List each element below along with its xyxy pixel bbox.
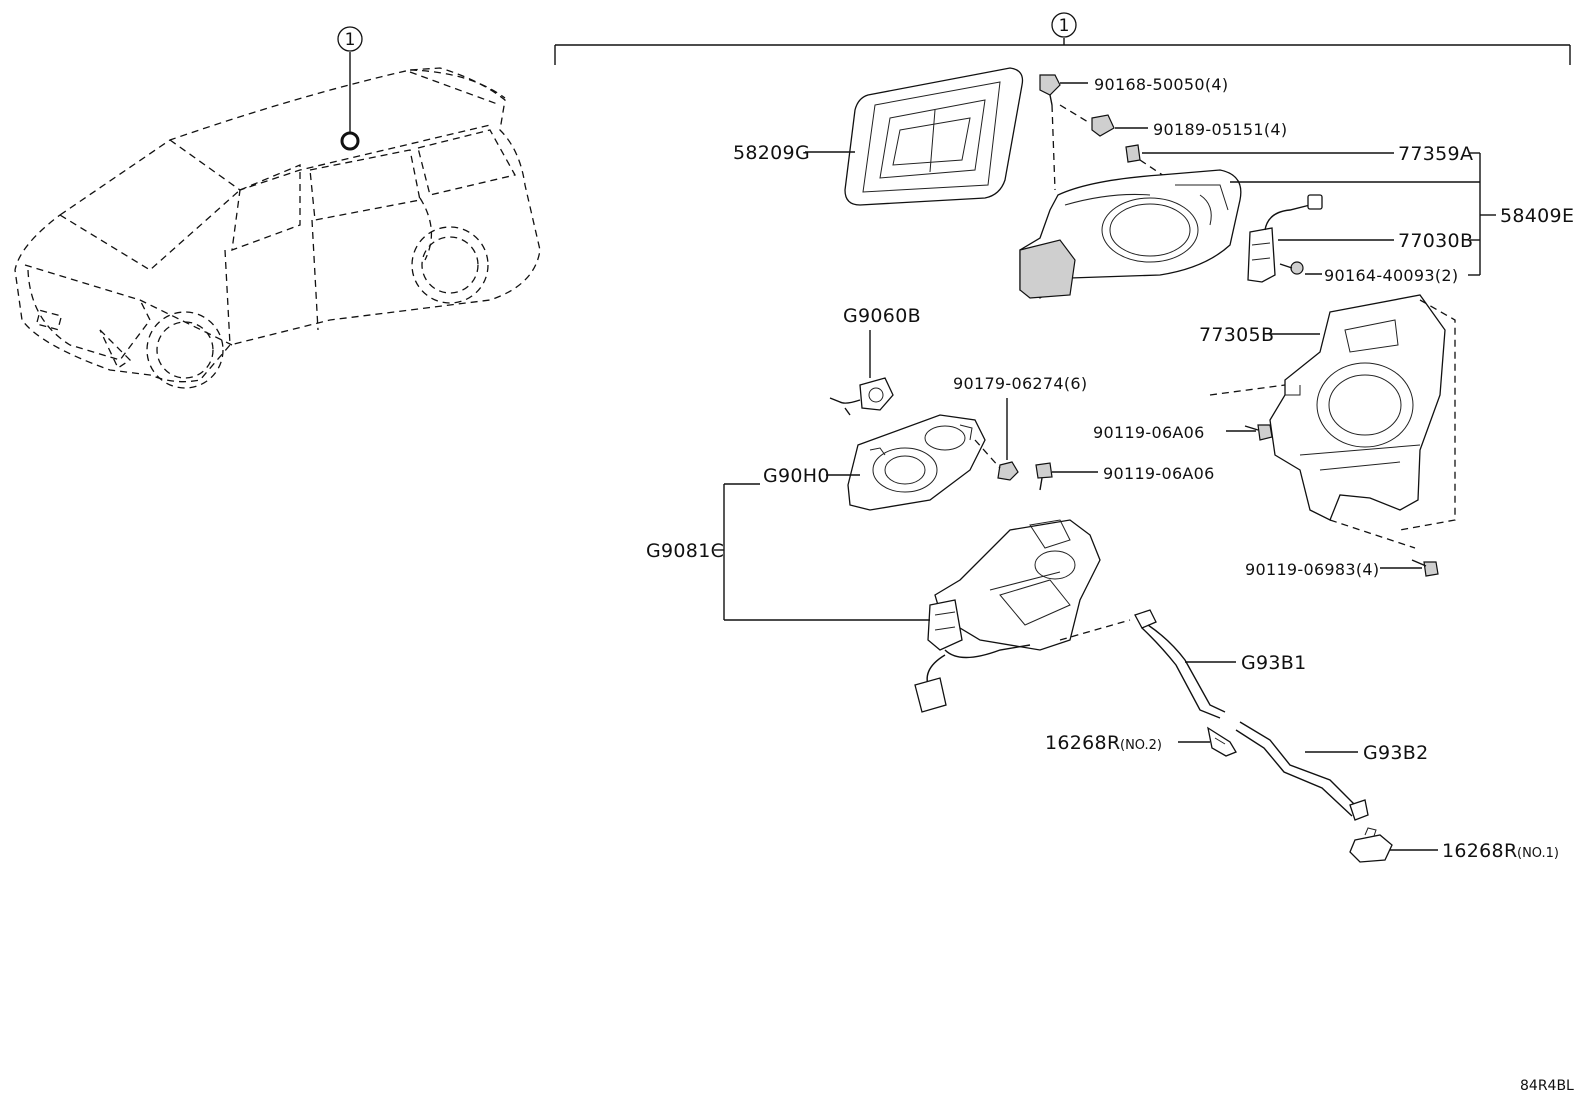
vehicle-illustration: 1 [14, 26, 541, 389]
diagram-code: 84R4BL [1520, 1078, 1574, 1094]
label-16268R-no2: 16268R [1045, 732, 1120, 754]
label-90119-06983: 90119-06983(4) [1245, 560, 1379, 579]
protector-panel-part [1269, 294, 1446, 521]
sensor-part [1247, 194, 1323, 283]
callout-number-left: 1 [345, 30, 356, 50]
label-90119-06A06-right: 90119-06A06 [1093, 423, 1205, 442]
label-G9060B: G9060B [843, 305, 921, 327]
label-G93B2: G93B2 [1363, 742, 1429, 764]
screw-icon [1039, 74, 1061, 106]
assembly-bracket: 1 [554, 12, 1571, 65]
label-77305B: 77305B [1199, 324, 1274, 346]
label-77359A: 77359A [1398, 143, 1473, 165]
screw-icon [1279, 261, 1304, 275]
joint-connector-part [1349, 827, 1393, 863]
cushion-icon [1125, 144, 1141, 163]
fuel-lid-part [844, 67, 1024, 206]
label-16268R-no1-note: (NO.1) [1517, 846, 1559, 861]
callout-number-top: 1 [1059, 16, 1070, 36]
hose-part [1235, 721, 1369, 821]
bolt-icon [1411, 559, 1439, 577]
bolt-icon [1035, 462, 1053, 491]
label-90189-05151: 90189-05151(4) [1153, 120, 1287, 139]
lock-assembly-part [914, 519, 1131, 713]
label-90168-50050: 90168-50050(4) [1094, 75, 1228, 94]
label-90179-06274: 90179-06274(6) [953, 374, 1087, 393]
label-G9081C: G9081C [646, 540, 724, 562]
label-90164-40093: 90164-40093(2) [1324, 266, 1458, 285]
label-77030B: 77030B [1398, 230, 1473, 252]
hose-part [1134, 609, 1226, 719]
bolt-icon [1244, 424, 1273, 441]
nut-icon [997, 461, 1019, 481]
label-16268R-no1: 16268R [1442, 840, 1517, 862]
label-58209G: 58209G [733, 142, 810, 164]
label-90119-06A06-center: 90119-06A06 [1103, 464, 1215, 483]
label-G93B1: G93B1 [1241, 652, 1307, 674]
inlet-housing-part [847, 414, 986, 511]
label-G90H0: G90H0 [763, 465, 830, 487]
location-marker-icon [340, 131, 360, 151]
lock-actuator-small-part [829, 377, 894, 416]
clip-icon [1091, 114, 1115, 137]
fuel-housing-part [1019, 169, 1242, 299]
joint-connector-part [1207, 726, 1237, 757]
label-16268R-no2-note: (NO.2) [1120, 738, 1162, 753]
label-58409E: 58409E [1500, 205, 1574, 227]
